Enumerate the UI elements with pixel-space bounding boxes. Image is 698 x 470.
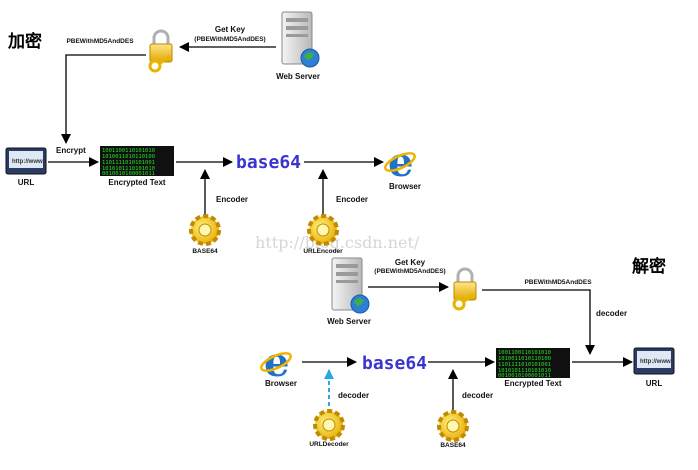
encrypted-text-icon: 1001100110101010 1010011010110100 110111…	[100, 146, 174, 177]
get-key-label: Get Key	[395, 258, 426, 267]
encrypted-text-label: Encrypted Text	[504, 379, 562, 388]
watermark: http://blog.csdn.net/	[255, 233, 420, 252]
browser-label: Browser	[389, 182, 421, 191]
decrypt-heading: 解密	[632, 256, 666, 277]
encrypt-label: Encrypt	[56, 146, 86, 155]
urlencoder-gear-icon	[307, 214, 339, 246]
matrix-row: 1010011010110100	[498, 356, 551, 362]
base64-gear-icon	[437, 410, 469, 442]
matrix-row: 1101111010101001	[498, 362, 551, 368]
urldecoder-gear-icon	[313, 409, 345, 441]
web-server-label: Web Server	[327, 317, 371, 326]
base64-label: base64	[236, 152, 301, 173]
lock-key-icon	[452, 267, 477, 311]
decoder-label: decoder	[596, 309, 627, 318]
key-algo-label: PBEWithMD5AndDES	[524, 279, 592, 286]
get-key-label: Get Key	[215, 25, 246, 34]
get-key-algo-label: (PBEWithMD5AndDES)	[374, 268, 445, 275]
encoder-label: Encoder	[336, 195, 368, 204]
base64-gear-label: BASE64	[440, 442, 466, 449]
matrix-row: 1101111010101001	[102, 160, 155, 166]
matrix-row: 1001100110101010	[498, 350, 551, 356]
base64-label: base64	[362, 353, 427, 374]
matrix-row: 0010010100001011	[498, 373, 551, 379]
key-algo-label: PBEWithMD5AndDES	[66, 38, 134, 45]
encrypted-text-label: Encrypted Text	[108, 178, 166, 187]
get-key-algo-label: (PBEWithMD5AndDES)	[194, 36, 265, 43]
arrow-key-down	[482, 289, 595, 355]
url-screen-text: http://www.	[640, 359, 672, 365]
matrix-row: 1010101110101010	[498, 368, 551, 374]
web-server-label: Web Server	[276, 72, 320, 81]
matrix-row: 1010101110101010	[102, 166, 155, 172]
base64-gear-icon	[189, 214, 221, 246]
url-label: URL	[646, 379, 663, 388]
browser-ie-icon: e	[384, 139, 416, 186]
browser-ie-icon: e	[260, 339, 292, 386]
url-label: URL	[18, 178, 35, 187]
matrix-row: 0010010100001011	[102, 171, 155, 177]
decoder-label: decoder	[462, 391, 493, 400]
matrix-row: 1010011010110100	[102, 154, 155, 160]
url-screen-text: http://www.	[12, 159, 44, 165]
web-server-icon	[281, 11, 320, 68]
arrow-key-to-encrypt	[61, 54, 146, 144]
decoder-label: decoder	[338, 391, 369, 400]
browser-label: Browser	[265, 379, 297, 388]
encrypt-heading: 加密	[7, 31, 42, 52]
web-server-icon	[331, 257, 370, 314]
encoder-label: Encoder	[216, 195, 248, 204]
url-monitor-icon: http://www.	[633, 347, 675, 375]
lock-key-icon	[148, 29, 173, 73]
base64-gear-label: BASE64	[192, 248, 218, 255]
urlencoder-label: URLEncoder	[303, 248, 343, 255]
encrypted-text-icon: 1001100110101010 1010011010110100 110111…	[496, 348, 570, 379]
url-monitor-icon: http://www.	[5, 147, 47, 175]
urldecoder-label: URLDecoder	[309, 441, 349, 448]
matrix-row: 1001100110101010	[102, 148, 155, 154]
